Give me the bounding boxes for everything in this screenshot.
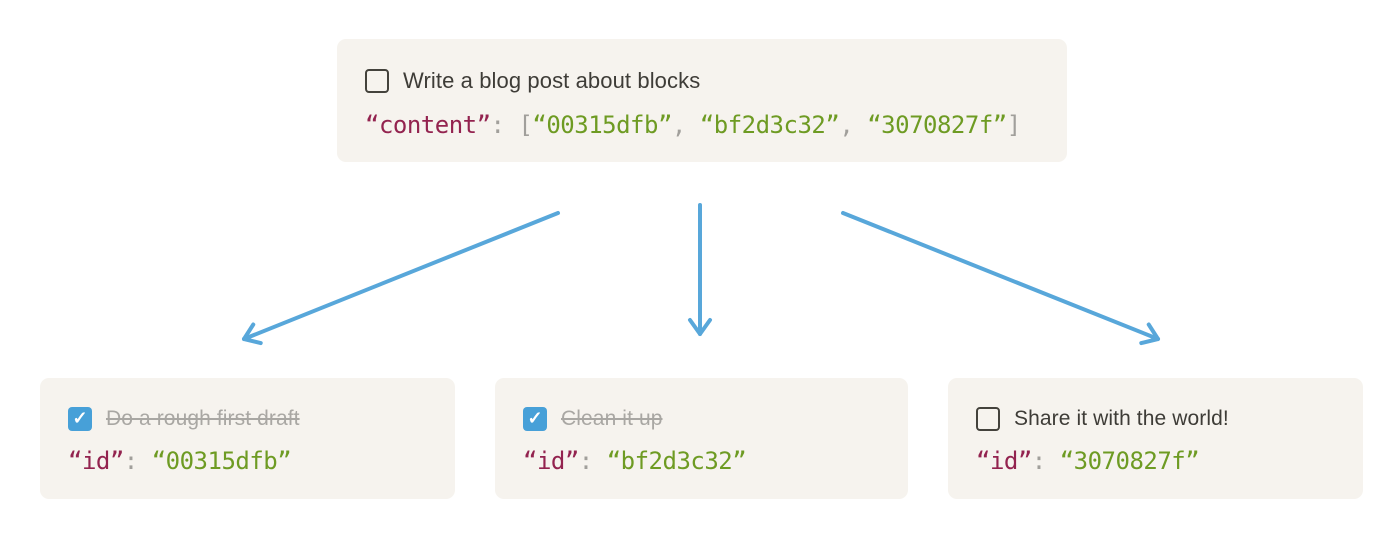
json-content-line: “content”: [“00315dfb”, “bf2d3c32”, “307… (365, 111, 1037, 139)
todo-label: Clean it up (561, 407, 663, 430)
json-string: “00315dfb” (532, 111, 672, 139)
json-punctuation: : (490, 111, 519, 139)
json-id-line: “id”: “00315dfb” (68, 447, 429, 475)
todo-checkbox-checked[interactable]: ✓ (523, 407, 547, 431)
arrow-right-icon (841, 211, 1160, 346)
json-comma: , (671, 111, 700, 139)
json-bracket-close: ] (1006, 111, 1021, 139)
json-comma: , (839, 111, 868, 139)
json-id-line: “id”: “3070827f” (976, 447, 1337, 475)
json-string: “bf2d3c32” (699, 111, 840, 139)
json-bracket-open: [ (518, 111, 533, 139)
json-punctuation: : (578, 447, 607, 475)
json-key: “content” (365, 111, 491, 139)
todo-label: Share it with the world! (1014, 407, 1229, 430)
todo-row: ✓ Clean it up (523, 406, 882, 432)
json-id-line: “id”: “bf2d3c32” (523, 447, 882, 475)
json-key: “id” (976, 447, 1032, 475)
todo-row: ✓ Do a rough first draft (68, 406, 429, 432)
json-string: “bf2d3c32” (606, 447, 747, 475)
json-string: “3070827f” (1059, 447, 1200, 475)
parent-todo-block: Write a blog post about blocks “content”… (337, 39, 1067, 162)
todo-checkbox-checked[interactable]: ✓ (68, 407, 92, 431)
json-punctuation: : (1031, 447, 1060, 475)
checkmark-icon: ✓ (527, 408, 543, 428)
todo-row: Share it with the world! (976, 406, 1337, 432)
json-string: “00315dfb” (151, 447, 292, 475)
child-todo-block-clean: ✓ Clean it up “id”: “bf2d3c32” (495, 378, 908, 499)
arrow-left-icon (242, 211, 560, 346)
json-key: “id” (68, 447, 124, 475)
todo-label: Write a blog post about blocks (403, 68, 701, 93)
checkmark-icon: ✓ (72, 408, 88, 428)
todo-label: Do a rough first draft (106, 407, 300, 430)
json-punctuation: : (123, 447, 152, 475)
child-todo-block-share: Share it with the world! “id”: “3070827f… (948, 378, 1363, 499)
todo-row: Write a blog post about blocks (365, 68, 1037, 94)
todo-checkbox-unchecked[interactable] (976, 407, 1000, 431)
json-key: “id” (523, 447, 579, 475)
child-todo-block-draft: ✓ Do a rough first draft “id”: “00315dfb… (40, 378, 455, 499)
todo-checkbox-unchecked[interactable] (365, 69, 389, 93)
json-string: “3070827f” (867, 111, 1007, 139)
